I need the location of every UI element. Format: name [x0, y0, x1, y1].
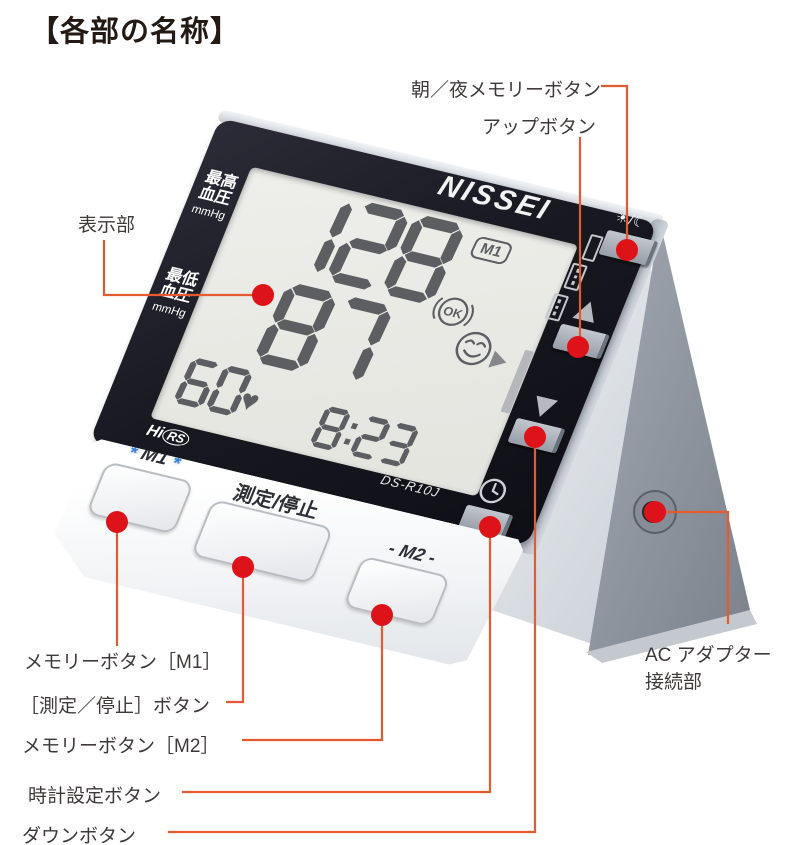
svg-text:OK: OK — [441, 304, 464, 321]
memory-badge: M1 — [468, 235, 515, 266]
label-memory-m1: メモリーボタン［M1］ — [24, 652, 222, 673]
up-arrow-icon — [572, 299, 602, 323]
label-clock-set: 時計設定ボタン — [28, 786, 162, 807]
label-measure-stop: ［測定／停止］ボタン — [20, 696, 211, 717]
label-morning-night-memory: 朝／夜メモリーボタン — [410, 80, 601, 101]
label-up-button: アップボタン — [482, 117, 597, 138]
label-display: 表示部 — [78, 215, 136, 236]
lcd-systolic-value — [268, 186, 473, 307]
page-title: 【各部の名称】 — [30, 16, 241, 48]
label-down-button: ダウンボタン — [22, 826, 137, 845]
down-arrow-icon — [529, 395, 559, 420]
lcd-pulse-value — [172, 356, 257, 417]
label-memory-m2: メモリーボタン［M2］ — [22, 736, 220, 757]
morning-night-memory-button[interactable] — [598, 229, 659, 267]
up-button[interactable] — [551, 323, 611, 360]
ac-adapter-port[interactable] — [633, 490, 677, 534]
ok-indicator-icon: OK — [432, 297, 474, 327]
down-button[interactable] — [507, 417, 566, 454]
smiley-face-icon — [455, 331, 492, 366]
lcd-time-value — [308, 405, 423, 469]
lcd-diastolic-value — [251, 281, 400, 389]
label-ac-adapter: AC アダプター 接続部 — [645, 645, 772, 693]
